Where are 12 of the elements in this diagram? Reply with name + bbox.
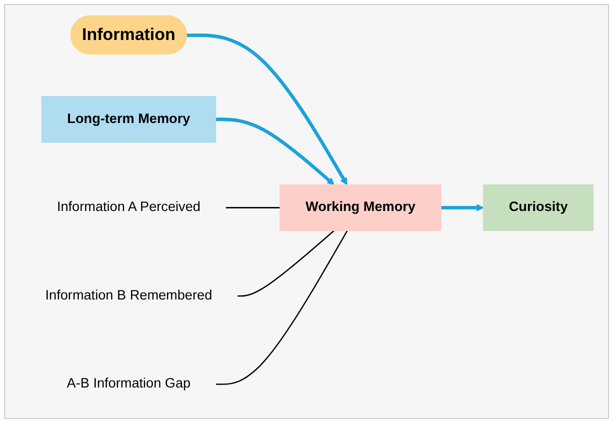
arrow [440, 204, 484, 212]
node-text: A-B Information Gap [66, 376, 191, 392]
node-box: Long-term Memory [41, 96, 216, 143]
node-box: Curiosity [482, 184, 594, 232]
node-text: Information A Perceived [56, 200, 200, 214]
connector [226, 207, 280, 208]
connector [216, 230, 348, 385]
node-box: Working Memory [280, 184, 442, 232]
arrow [186, 34, 348, 186]
connector [238, 230, 335, 297]
node-text: Information B Remembered [45, 288, 212, 303]
arrow [216, 118, 334, 186]
